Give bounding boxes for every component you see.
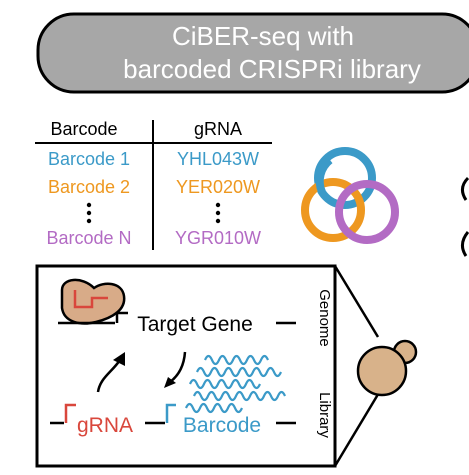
- yeast-mother: [356, 345, 408, 397]
- table-header-barcode: Barcode: [50, 119, 117, 139]
- cell-box: Target Gene Genome gRNA Barcode Library: [35, 264, 382, 468]
- grna-label: gRNA: [77, 414, 133, 437]
- grna-promoter-icon: [64, 403, 76, 423]
- edge-parenthesis-top: [461, 176, 469, 201]
- barcode-label: Barcode: [183, 414, 261, 437]
- protein-red-trace: [73, 290, 108, 309]
- table-ellipsis-right: [215, 202, 221, 224]
- plasmid-ring-purple: [335, 180, 399, 244]
- table-header-grna: gRNA: [194, 119, 242, 139]
- target-gene-label: Target Gene: [137, 313, 253, 336]
- target-gene-promoter-icon: [115, 311, 128, 323]
- edge-parenthesis-bottom: [461, 231, 469, 257]
- grna-to-gene-arrowhead: [113, 352, 125, 366]
- barcode-transcripts-icon: [184, 354, 287, 414]
- barcode-grna-table: Barcode gRNA Barcode 1 YHL043W Barcode 2…: [35, 119, 272, 250]
- zoom-line-top: [333, 265, 380, 338]
- table-row-2-barcode: Barcode 2: [48, 177, 130, 197]
- title-banner: CiBER-seq with barcoded CRISPRi library: [36, 12, 469, 94]
- table-row-n-grna: YGR010W: [175, 228, 261, 248]
- grna-to-gene-arrow: [96, 359, 122, 393]
- gene-to-barcode-arrowhead: [164, 377, 176, 388]
- title-line-2: barcoded CRISPRi library: [123, 54, 421, 84]
- plasmid-ring-blue-overlap: [315, 156, 333, 194]
- zoom-line-bottom: [333, 390, 382, 467]
- table-row-1-barcode: Barcode 1: [48, 149, 130, 169]
- barcode-promoter-icon: [165, 403, 176, 423]
- plasmid-ring-orange: [301, 178, 365, 242]
- title-banner-box: [36, 12, 469, 94]
- library-label: Library: [316, 392, 333, 438]
- table-row-1-grna: YHL043W: [177, 149, 259, 169]
- title-line-1: CiBER-seq with: [172, 21, 354, 51]
- plasmid-rings-icon: [301, 147, 399, 244]
- genome-label: Genome: [316, 289, 333, 347]
- yeast-cell-icon: [356, 339, 418, 397]
- table-ellipsis-left: [86, 202, 92, 224]
- table-row-2-grna: YER020W: [176, 177, 260, 197]
- table-row-n-barcode: Barcode N: [46, 228, 131, 248]
